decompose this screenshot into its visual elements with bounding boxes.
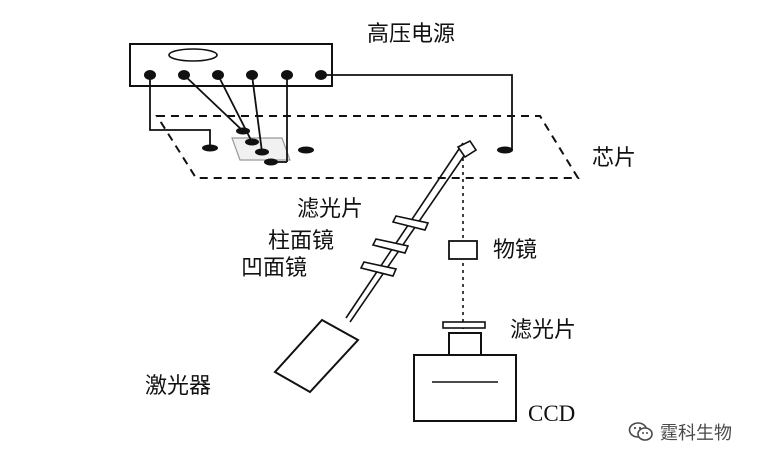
- chip-label: 芯片: [592, 146, 637, 171]
- filter-top-label: 滤光片: [297, 197, 364, 222]
- objective-lens: [448, 240, 478, 260]
- concave-mirror-label: 凹面镜: [241, 256, 308, 281]
- laser-body: [273, 318, 360, 394]
- electrode-wires: [149, 74, 513, 163]
- ccd-camera: [413, 332, 517, 422]
- power-supply-label: 高压电源: [367, 22, 456, 47]
- laser-beam: [345, 139, 478, 323]
- bottom-filter: [442, 321, 486, 329]
- chip-outline: [155, 115, 580, 179]
- watermark-text: 霆科生物: [660, 423, 732, 444]
- ccd-label: CCD: [528, 401, 576, 426]
- filter-bottom-label: 滤光片: [510, 318, 577, 343]
- beam-optics: [359, 215, 430, 277]
- wechat-icon: [628, 422, 653, 441]
- power-supply-box: [129, 43, 333, 87]
- watermark: 霆科生物: [628, 418, 732, 446]
- objective-lens-label: 物镜: [493, 238, 538, 263]
- cylindrical-lens-label: 柱面镜: [268, 229, 335, 254]
- laser-label: 激光器: [145, 374, 212, 399]
